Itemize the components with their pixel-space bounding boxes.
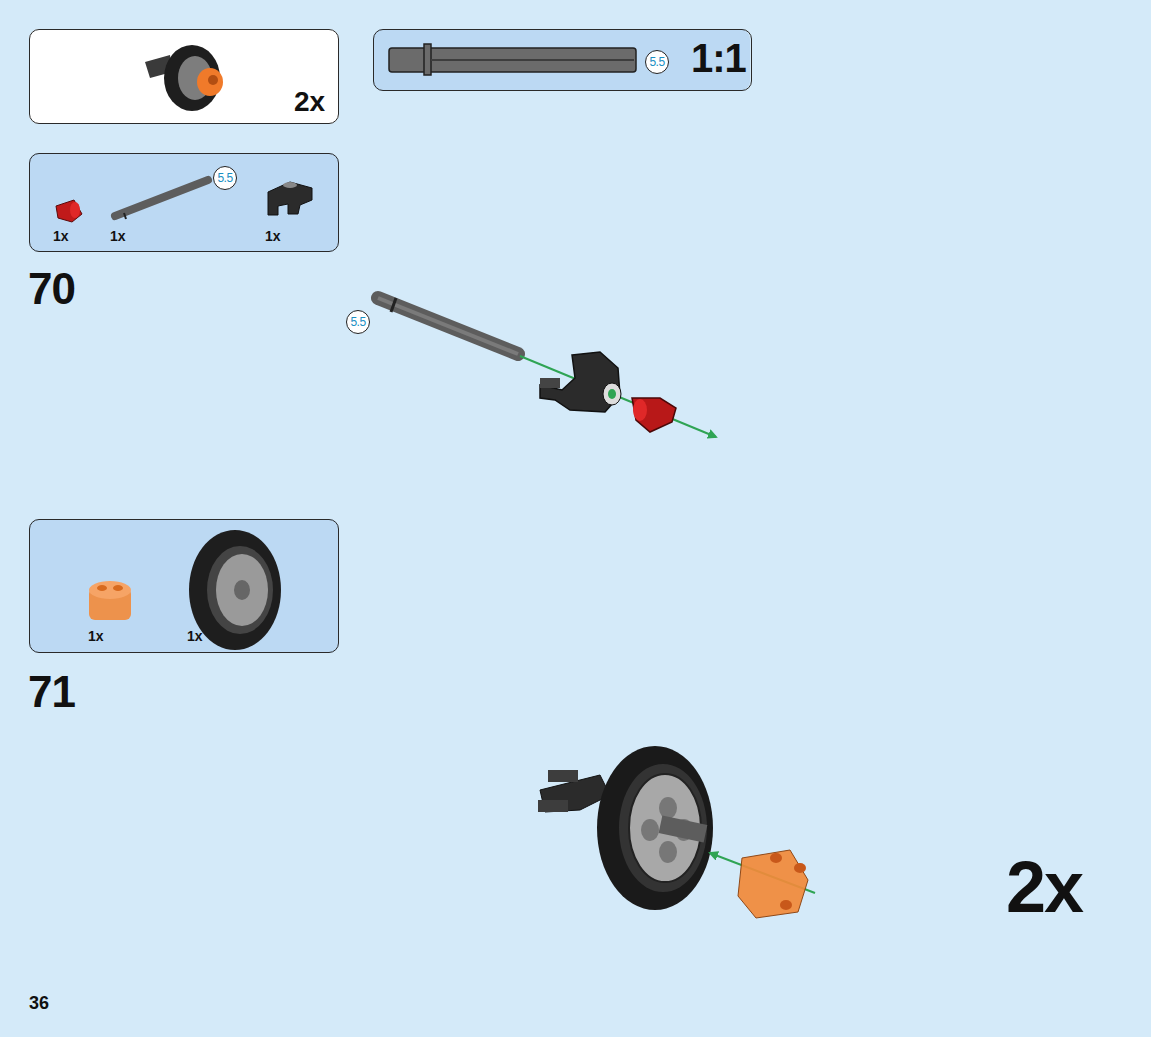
part-quantity: 1x bbox=[110, 228, 126, 244]
part-quantity: 1x bbox=[265, 228, 281, 244]
part-quantity: 1x bbox=[88, 628, 104, 644]
parts-list-box: 1x 1x bbox=[29, 519, 339, 653]
scale-label: 1:1 bbox=[691, 36, 746, 81]
part-quantity: 1x bbox=[187, 628, 203, 644]
parts-list-box: 5.5 1x 1x 1x bbox=[29, 153, 339, 252]
step-number: 71 bbox=[28, 667, 75, 717]
step-number: 70 bbox=[28, 264, 75, 314]
quantity-label: 2x bbox=[1006, 846, 1082, 928]
quantity-label: 2x bbox=[294, 86, 325, 118]
axle-length-callout: 5.5 bbox=[346, 310, 370, 334]
part-quantity: 1x bbox=[53, 228, 69, 244]
axle-length-callout: 5.5 bbox=[213, 166, 237, 190]
scale-box: 5.5 1:1 bbox=[373, 29, 752, 91]
page-number: 36 bbox=[29, 993, 49, 1014]
submodel-box: 2x bbox=[29, 29, 339, 124]
axle-length-callout: 5.5 bbox=[645, 50, 669, 74]
